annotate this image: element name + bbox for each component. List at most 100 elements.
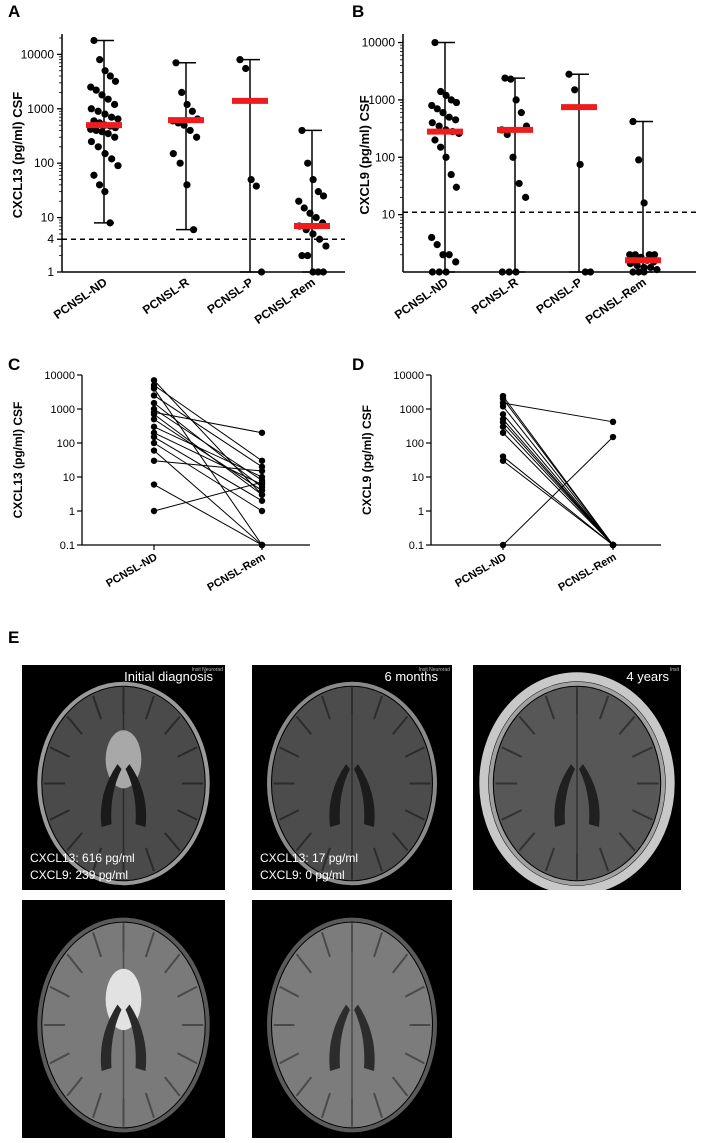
sulcus	[631, 809, 653, 821]
data-point	[306, 209, 314, 217]
y-tick-label: 10000	[393, 370, 424, 382]
sulcus	[144, 932, 155, 958]
data-point	[428, 233, 436, 242]
data-point	[499, 457, 507, 464]
data-point	[452, 258, 460, 266]
data-point	[452, 116, 460, 124]
sulcus	[144, 1092, 155, 1118]
data-point	[431, 136, 439, 144]
data-point	[576, 160, 584, 169]
sulcus	[404, 985, 425, 998]
sulcus	[391, 1076, 409, 1097]
data-point	[433, 105, 441, 113]
sulcus	[164, 1076, 181, 1097]
data-point	[94, 143, 102, 151]
data-point	[633, 261, 641, 270]
data-point	[522, 193, 530, 201]
x-category-label: PCNSL-Rem	[205, 551, 267, 594]
pair-line	[153, 426, 263, 478]
sulcus	[92, 932, 103, 958]
pair-line	[153, 484, 263, 546]
data-point	[442, 91, 450, 99]
y-tick-label: 1000	[51, 404, 75, 416]
data-point	[107, 113, 116, 121]
sulcus	[92, 847, 103, 872]
y-tick-label: 4	[47, 232, 54, 246]
left-ventricle	[100, 1004, 122, 1072]
x-category-label: PCNSL-ND	[392, 275, 451, 322]
right-ventricle	[579, 764, 600, 828]
data-point	[258, 541, 266, 549]
pair-line	[502, 456, 614, 546]
mri-watermark: Insit	[669, 667, 679, 673]
mri-timepoint-label: Initial diagnosis	[124, 669, 213, 684]
data-point	[150, 411, 158, 418]
data-point	[452, 183, 460, 191]
data-point	[452, 98, 461, 107]
pair-line	[153, 395, 263, 468]
data-point	[499, 541, 507, 549]
x-category-label: PCNSL-Rem	[583, 275, 649, 327]
data-point	[629, 117, 637, 126]
y-tick-label: 10	[41, 211, 55, 225]
data-point	[101, 188, 109, 196]
data-point	[428, 268, 437, 276]
y-tick-label: 100	[34, 156, 54, 170]
data-point	[445, 251, 453, 259]
pair-line	[502, 405, 614, 546]
sulcus	[321, 1092, 331, 1118]
sulcus	[49, 809, 70, 821]
data-point	[104, 95, 112, 103]
data-point	[650, 251, 659, 259]
y-tick-label: 100	[406, 438, 424, 450]
pair-line	[153, 379, 263, 496]
sulcus	[164, 953, 181, 974]
data-point	[94, 107, 102, 115]
data-point	[90, 171, 98, 179]
data-point	[515, 179, 523, 188]
sulcus	[518, 832, 536, 852]
brain-slice	[37, 681, 210, 886]
data-point	[183, 181, 191, 189]
data-point	[193, 133, 201, 141]
right-ventricle	[125, 1004, 147, 1072]
data-point	[247, 175, 255, 184]
sulcus	[501, 746, 523, 758]
sulcus	[618, 715, 636, 735]
data-point	[150, 399, 158, 407]
x-category-label: PCNSL-ND	[51, 275, 110, 322]
sulcus	[598, 695, 610, 720]
data-point	[322, 242, 330, 250]
data-point	[150, 423, 158, 430]
data-point	[437, 143, 445, 151]
y-tick-label: 10000	[362, 36, 396, 50]
data-point	[101, 150, 109, 158]
data-point	[87, 105, 95, 113]
panel-letter-d: D	[352, 355, 365, 374]
panel-letter-c: C	[8, 355, 21, 374]
sulcus	[92, 1092, 103, 1118]
y-tick-label: 10000	[21, 47, 55, 61]
sulcus	[279, 1052, 300, 1065]
sulcus	[373, 1092, 383, 1118]
sulcus	[373, 932, 383, 958]
y-tick-label: 10	[412, 472, 424, 484]
data-point	[435, 268, 443, 276]
data-point	[98, 91, 106, 99]
data-point	[571, 86, 579, 94]
data-point	[635, 268, 643, 276]
data-point	[640, 268, 648, 276]
sulcus	[49, 1052, 70, 1065]
data-point	[257, 268, 266, 276]
sulcus	[373, 847, 383, 872]
x-category-label: PCNSL-P	[205, 275, 256, 317]
pair-line	[153, 388, 263, 546]
data-point	[104, 129, 112, 138]
data-point	[258, 479, 266, 486]
data-point	[92, 126, 100, 135]
panel-letter-a: A	[8, 2, 21, 21]
sulcus	[373, 695, 383, 720]
data-point	[242, 64, 250, 73]
sulcus	[144, 847, 155, 872]
